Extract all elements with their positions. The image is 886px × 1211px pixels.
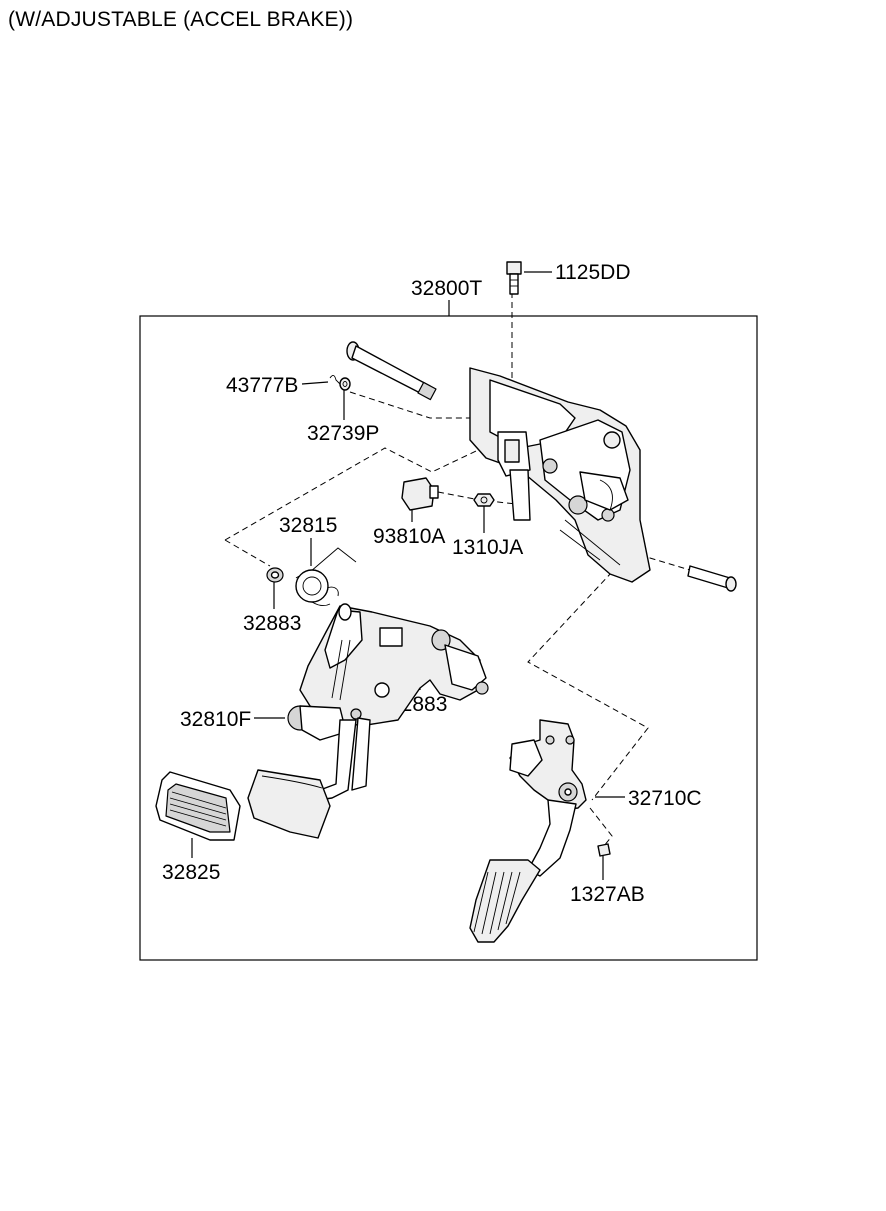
label-32815[interactable]: 32815 [279, 514, 337, 537]
label-32739P[interactable]: 32739P [307, 422, 379, 445]
label-32883-left[interactable]: 32883 [243, 612, 301, 635]
switch-93810A[interactable] [401, 477, 439, 511]
label-1310JA[interactable]: 1310JA [452, 536, 523, 559]
label-93810A[interactable]: 93810A [373, 525, 445, 548]
pivot-bolt-lower[interactable] [687, 565, 737, 592]
diagram-title: (W/ADJUSTABLE (ACCEL BRAKE)) [8, 8, 354, 31]
pedal-pad-cover-32825[interactable] [155, 771, 241, 841]
leader-43777B [301, 381, 329, 385]
label-1327AB[interactable]: 1327AB [570, 883, 645, 906]
label-32825[interactable]: 32825 [162, 861, 220, 884]
bushing-32883-left[interactable] [266, 567, 284, 583]
label-32710C[interactable]: 32710C [628, 787, 702, 810]
label-1125DD[interactable]: 1125DD [555, 261, 631, 284]
spring-32815[interactable] [295, 547, 357, 607]
accelerator-pedal-32710C[interactable] [469, 719, 587, 943]
clip-43777B[interactable] [329, 375, 341, 385]
label-43777B[interactable]: 43777B [226, 374, 298, 397]
label-32800T[interactable]: 32800T [411, 277, 482, 300]
pivot-bolt-upper[interactable] [346, 341, 437, 401]
nut-1310JA[interactable] [473, 493, 495, 507]
nut-1327AB[interactable] [597, 843, 611, 857]
brake-pedal-arm-32810F[interactable] [287, 603, 489, 801]
pedal-bracket[interactable] [469, 367, 651, 583]
brake-pedal-pad[interactable] [247, 769, 331, 839]
washer-32739P[interactable] [339, 377, 351, 391]
bolt-1125DD[interactable] [506, 261, 522, 295]
label-32810F[interactable]: 32810F [180, 708, 251, 731]
